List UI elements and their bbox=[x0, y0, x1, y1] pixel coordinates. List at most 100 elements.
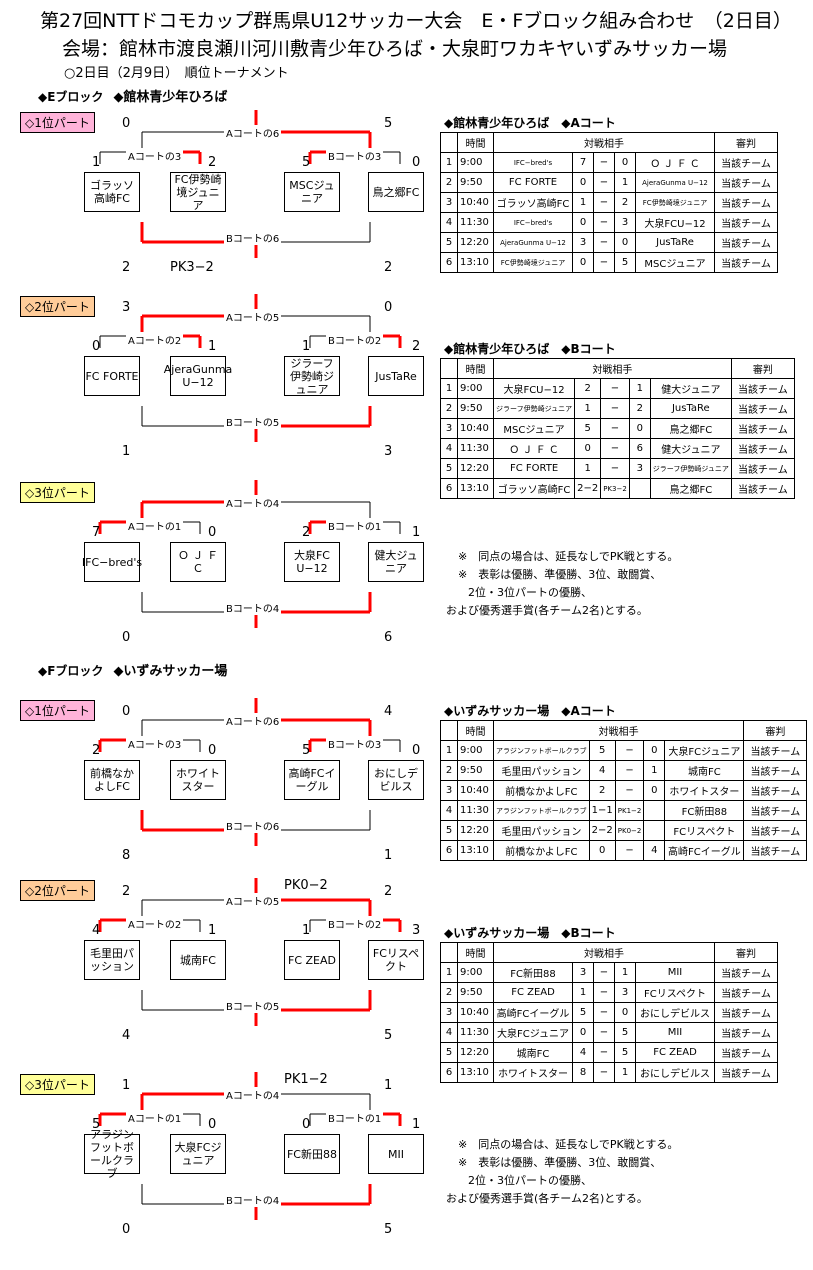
note-line: 2位・3位パートの優勝、 bbox=[468, 1174, 592, 1187]
score-round1: 0 bbox=[92, 339, 101, 354]
score-separator: PK0−2 bbox=[614, 820, 645, 841]
score-round1: 7 bbox=[92, 525, 101, 540]
row-number: 6 bbox=[440, 252, 458, 273]
score-round1: 0 bbox=[208, 1117, 217, 1132]
away-score: 0 bbox=[643, 780, 666, 801]
team-box: IFC−bred's bbox=[82, 542, 142, 582]
score-separator: − bbox=[614, 760, 645, 781]
away-score bbox=[643, 800, 666, 821]
score-separator: − bbox=[593, 1002, 615, 1023]
score-separator: − bbox=[593, 1062, 615, 1083]
score-top-right: 2 bbox=[384, 884, 393, 899]
row-number: 1 bbox=[440, 740, 458, 761]
home-score: 0 bbox=[574, 438, 602, 459]
note-line: ※ 表彰は優勝、準優勝、3位、敢闘賞、 bbox=[458, 1156, 662, 1169]
referee: 当該チーム bbox=[714, 192, 778, 213]
score-bottom-left: 1 bbox=[122, 444, 131, 459]
row-number: 3 bbox=[440, 780, 458, 801]
court-label-left: Aコートの1 bbox=[126, 518, 184, 533]
score-separator: − bbox=[593, 1022, 615, 1043]
home-team: 前橋なかよしFC bbox=[493, 780, 590, 801]
away-score: 6 bbox=[628, 438, 651, 459]
header-cell: 時間 bbox=[457, 132, 494, 153]
match-time: 10:40 bbox=[457, 1002, 494, 1023]
note-line: および優秀選手賞(各チーム2名)とする。 bbox=[446, 604, 648, 617]
score-separator: − bbox=[593, 962, 615, 983]
home-team: FC FORTE bbox=[492, 458, 576, 479]
match-time: 9:00 bbox=[457, 378, 494, 399]
score-round1: 0 bbox=[412, 155, 421, 170]
row-number: 6 bbox=[440, 1062, 458, 1083]
score-separator: − bbox=[593, 172, 615, 193]
home-score: 0 bbox=[572, 252, 594, 273]
match-time: 9:50 bbox=[457, 760, 494, 781]
court-label-right: Bコートの2 bbox=[326, 916, 384, 931]
score-round1: 2 bbox=[208, 155, 217, 170]
match-time: 13:10 bbox=[457, 478, 494, 499]
team-box: 健大ジュニア bbox=[368, 542, 424, 582]
header-cell: 時間 bbox=[457, 358, 494, 379]
header-cell: 時間 bbox=[457, 942, 494, 963]
part-label: ◇1位パート bbox=[20, 700, 95, 721]
score-round1: 5 bbox=[302, 743, 311, 758]
row-number: 5 bbox=[440, 820, 458, 841]
team-box: 城南FC bbox=[170, 940, 226, 980]
header-cell: 時間 bbox=[457, 720, 494, 741]
block-f-place: ◆いずみサッカー場 bbox=[113, 664, 228, 679]
score-round1: 5 bbox=[92, 1117, 101, 1132]
court-label-right: Bコートの3 bbox=[326, 736, 384, 751]
team-box: 大泉FC U−12 bbox=[284, 542, 340, 582]
home-team: ホワイトスター bbox=[493, 1062, 573, 1083]
home-team: ジラーフ伊勢崎ジュニア bbox=[492, 398, 576, 419]
match-time: 13:10 bbox=[457, 252, 494, 273]
home-team: IFC−bred's bbox=[493, 152, 573, 173]
score-top-right: 1 bbox=[384, 1078, 393, 1093]
header-cell bbox=[440, 720, 458, 741]
row-number: 2 bbox=[440, 982, 458, 1003]
score-bottom-right: 2 bbox=[384, 260, 393, 275]
score-bottom-right: 5 bbox=[384, 1028, 393, 1043]
home-score: 7 bbox=[572, 152, 594, 173]
notes-f: ※ 同点の場合は、延長なしでPK戦とする。 ※ 表彰は優勝、準優勝、3位、敢闘賞… bbox=[446, 1136, 678, 1208]
referee: 当該チーム bbox=[714, 252, 778, 273]
match-time: 9:00 bbox=[457, 740, 494, 761]
home-team: FC伊勢崎境ジュニア bbox=[493, 252, 573, 273]
row-number: 1 bbox=[440, 962, 458, 983]
court-label-bottom: Bコートの4 bbox=[224, 1192, 282, 1207]
away-team: 高崎FCイーグル bbox=[664, 840, 745, 861]
row-number: 4 bbox=[440, 800, 458, 821]
away-score: 4 bbox=[643, 840, 666, 861]
score-top-left: 0 bbox=[122, 704, 131, 719]
score-bottom-left: 4 bbox=[122, 1028, 131, 1043]
team-box: MII bbox=[368, 1134, 424, 1174]
score-separator: − bbox=[593, 982, 615, 1003]
away-team: おにしデビルス bbox=[635, 1062, 715, 1083]
score-round1: 1 bbox=[208, 923, 217, 938]
part-label: ◇3位パート bbox=[20, 1074, 95, 1095]
team-box: ゴラッソ高崎FC bbox=[84, 172, 140, 212]
score-top-left: 3 bbox=[122, 300, 131, 315]
home-team: AjeraGunma U−12 bbox=[493, 232, 573, 253]
header-cell bbox=[440, 358, 458, 379]
home-team: 大泉FCジュニア bbox=[493, 1022, 573, 1043]
note-line: および優秀選手賞(各チーム2名)とする。 bbox=[446, 1192, 648, 1205]
header-cell: 審判 bbox=[743, 720, 808, 741]
table-f-b-title: ◆いずみサッカー場 ◆Bコート bbox=[444, 926, 616, 940]
row-number: 4 bbox=[440, 1022, 458, 1043]
row-number: 3 bbox=[440, 418, 458, 439]
away-score: 5 bbox=[614, 1022, 636, 1043]
score-round1: 0 bbox=[208, 525, 217, 540]
court-label-bottom: Bコートの4 bbox=[224, 600, 282, 615]
match-time: 10:40 bbox=[457, 192, 494, 213]
team-box: FC ZEAD bbox=[284, 940, 340, 980]
court-label-top: Aコートの5 bbox=[224, 309, 282, 324]
away-score: 5 bbox=[614, 1042, 636, 1063]
